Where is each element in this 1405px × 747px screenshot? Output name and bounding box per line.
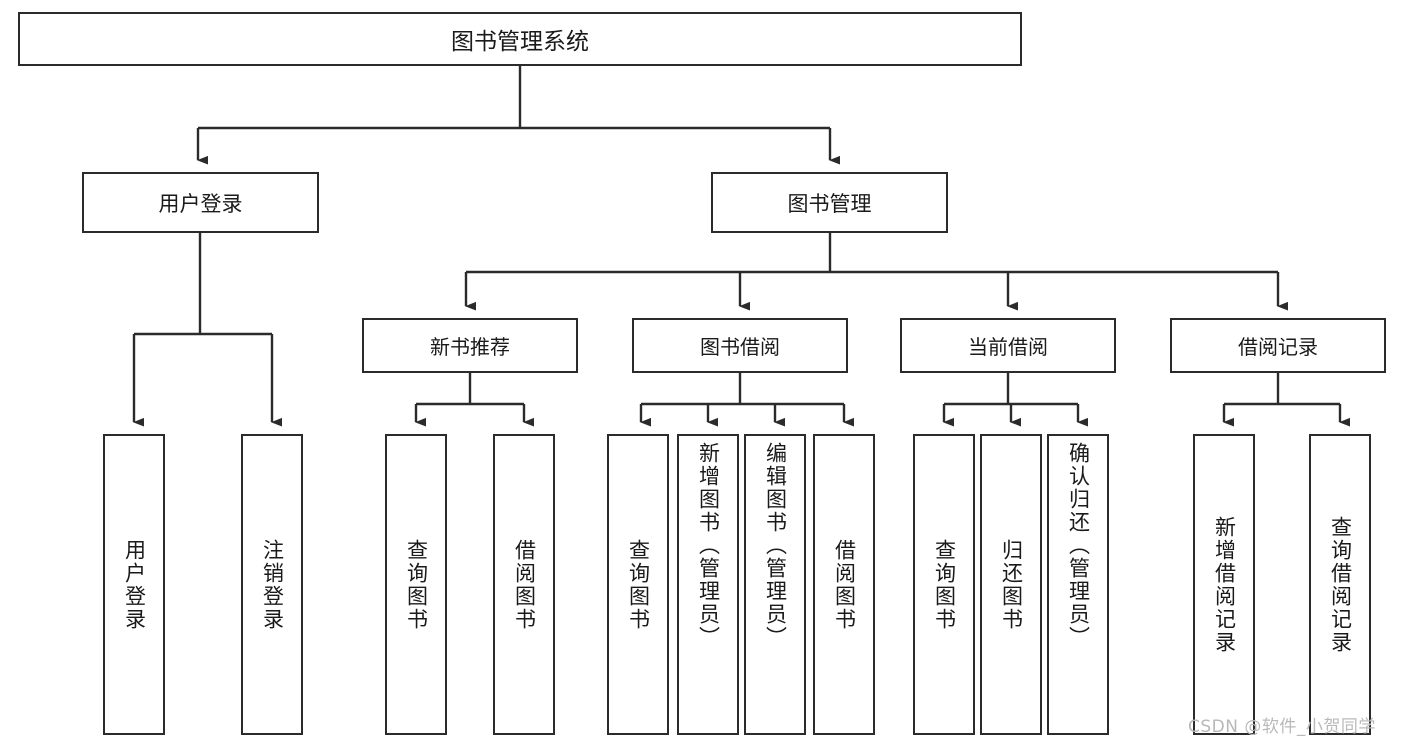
- node-root-system[interactable]: 图书管理系统: [18, 12, 1022, 66]
- leaf-book-borrow-borrow[interactable]: 借阅图书: [813, 434, 875, 735]
- node-user-login[interactable]: 用户登录: [82, 172, 319, 233]
- leaf-current-borrow-return[interactable]: 归还图书: [980, 434, 1042, 735]
- node-current-borrow[interactable]: 当前借阅: [900, 318, 1116, 373]
- node-book-borrow[interactable]: 图书借阅: [632, 318, 848, 373]
- leaf-user-login-logout[interactable]: 注销登录: [241, 434, 303, 735]
- leaf-book-borrow-query[interactable]: 查询图书: [607, 434, 669, 735]
- leaf-current-borrow-query[interactable]: 查询图书: [913, 434, 975, 735]
- csdn-watermark: CSDN @软件_小贺同学: [1188, 717, 1376, 737]
- leaf-current-borrow-confirm-return[interactable]: 确认归还（管理员）: [1047, 434, 1109, 735]
- leaf-new-book-borrow[interactable]: 借阅图书: [493, 434, 555, 735]
- node-borrow-record[interactable]: 借阅记录: [1170, 318, 1386, 373]
- node-book-management[interactable]: 图书管理: [711, 172, 948, 233]
- leaf-book-borrow-add[interactable]: 新增图书（管理员）: [677, 434, 739, 735]
- leaf-user-login-login[interactable]: 用户登录: [103, 434, 165, 735]
- leaf-borrow-record-query[interactable]: 查询借阅记录: [1309, 434, 1371, 735]
- leaf-borrow-record-add[interactable]: 新增借阅记录: [1193, 434, 1255, 735]
- leaf-new-book-query[interactable]: 查询图书: [385, 434, 447, 735]
- leaf-book-borrow-edit[interactable]: 编辑图书（管理员）: [744, 434, 806, 735]
- node-new-book-recommend[interactable]: 新书推荐: [362, 318, 578, 373]
